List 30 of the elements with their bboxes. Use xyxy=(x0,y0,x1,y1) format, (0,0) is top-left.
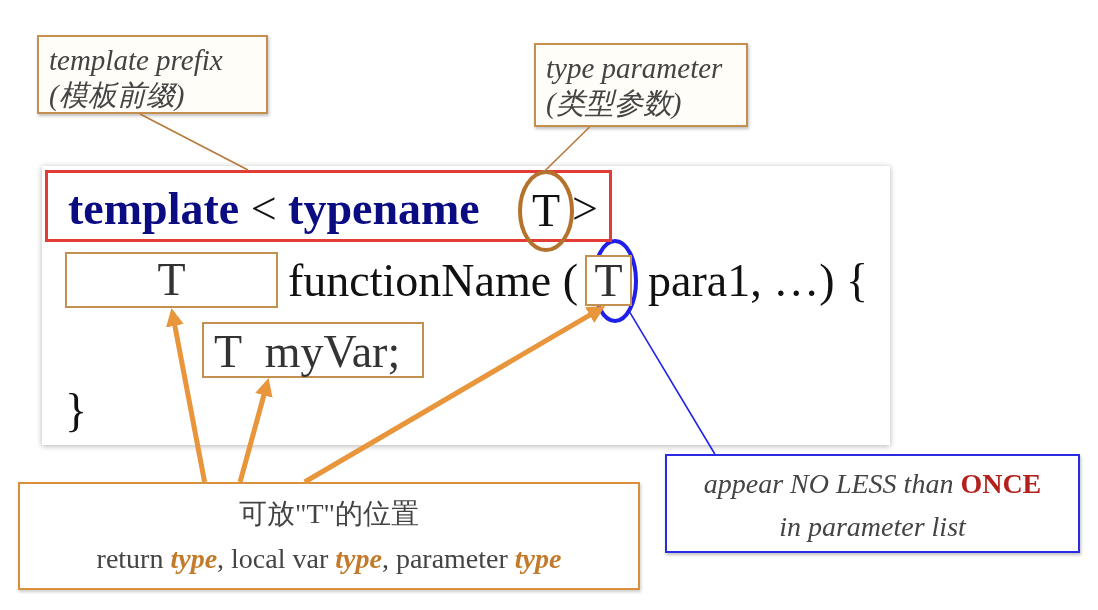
callout-text: type parameter (类型参数) xyxy=(546,51,724,122)
callout-text: appear NO LESS than ONCE in parameter list xyxy=(702,467,1043,545)
code-text: functionName ( xyxy=(288,258,578,304)
code-text: T myVar; xyxy=(214,329,401,375)
code-panel xyxy=(42,166,890,445)
code-text: T xyxy=(157,257,186,303)
highlight-box xyxy=(45,170,612,242)
callout-text: return type, local var type, parameter type xyxy=(95,541,563,576)
arrow xyxy=(237,378,273,483)
callout-text: 可放"T"的位置 xyxy=(238,497,420,531)
code-text: } xyxy=(65,388,88,434)
leader-line xyxy=(542,126,591,174)
leader-line xyxy=(628,311,716,455)
highlight-box xyxy=(65,252,278,308)
code-text: T xyxy=(594,257,623,304)
callout-box xyxy=(534,43,748,127)
code-text: T xyxy=(531,188,561,234)
arrow xyxy=(303,306,606,485)
callout-text: template prefix (模板前缀) xyxy=(49,43,224,114)
callout-box xyxy=(665,454,1080,553)
code-text: para1, …) { xyxy=(648,258,869,304)
arrow xyxy=(166,308,208,483)
highlight-box xyxy=(202,322,424,378)
callout-box xyxy=(37,35,268,114)
highlight-ellipse xyxy=(518,170,574,252)
callout-box xyxy=(18,482,640,590)
code-text: > xyxy=(572,186,598,232)
highlight-box xyxy=(585,255,632,306)
code-text: template < typename xyxy=(68,186,480,232)
leader-line xyxy=(139,113,249,171)
